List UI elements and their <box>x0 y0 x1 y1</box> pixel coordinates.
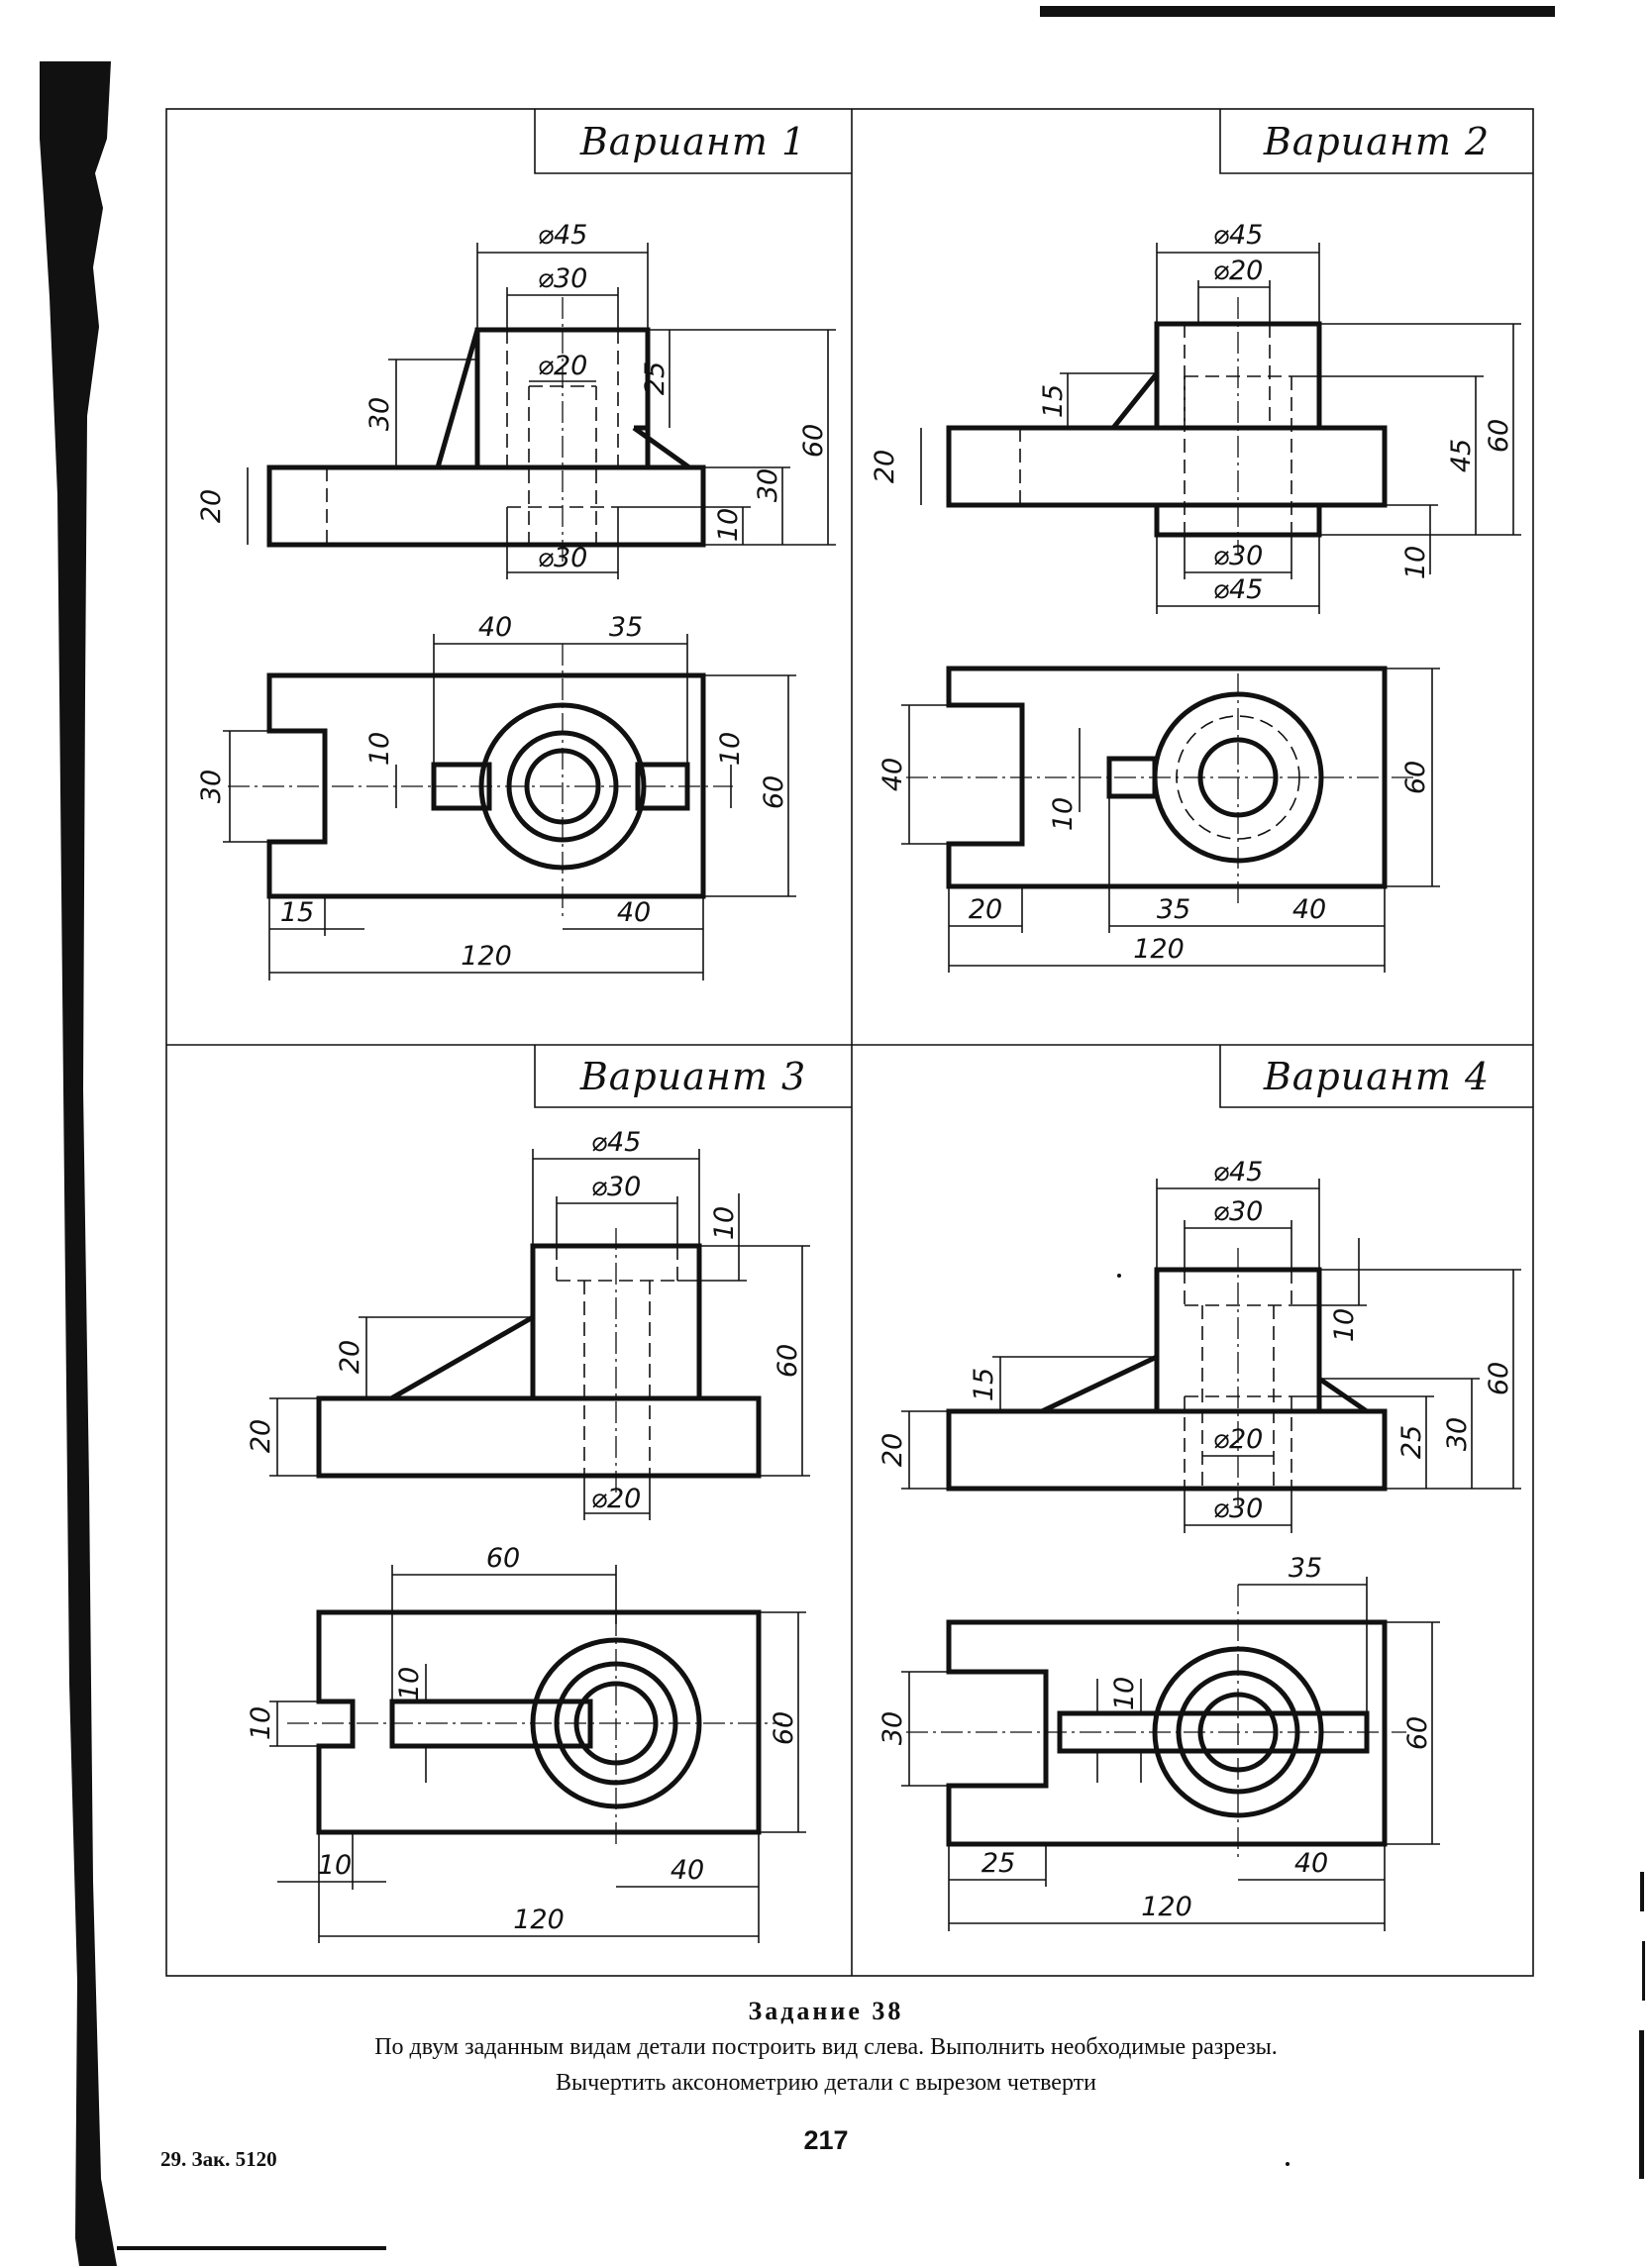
v3-dim-d45: ⌀45 <box>591 1127 642 1158</box>
v1-dim-25: 25 <box>640 361 671 395</box>
variant-4-title-box: Вариант 4 <box>1219 1045 1533 1108</box>
v1-dim-10-left: 10 <box>364 732 395 766</box>
v2-dim-35: 35 <box>1157 894 1190 925</box>
v1-dim-d20: ⌀20 <box>538 351 588 381</box>
v4-dim-60: 60 <box>1484 1362 1514 1395</box>
variant-3-title-box: Вариант 3 <box>534 1045 852 1108</box>
v1-dim-60-top: 60 <box>759 775 789 809</box>
v3-dim-10: 10 <box>709 1206 740 1240</box>
variant-1-title: Вариант 1 <box>579 120 806 163</box>
frame <box>165 108 1534 1977</box>
v3-dim-10-bottom: 10 <box>318 1850 352 1881</box>
v1-dim-30-right: 30 <box>753 468 783 502</box>
v2-dim-60: 60 <box>1484 419 1514 453</box>
v3-dim-20-upper: 20 <box>335 1340 365 1374</box>
v2-dim-d30: ⌀30 <box>1213 541 1264 571</box>
v4-dim-30: 30 <box>1442 1417 1473 1451</box>
v2-dim-d45-bottom: ⌀45 <box>1213 574 1264 605</box>
v2-dim-40: 40 <box>878 758 908 791</box>
v1-dim-30: 30 <box>196 770 227 803</box>
variant-2-top-view: 40 10 60 20 35 40 120 <box>878 666 1440 973</box>
v4-dim-20: 20 <box>878 1433 908 1467</box>
v1-dim-35: 35 <box>609 612 643 643</box>
v1-dim-30-left: 30 <box>364 397 395 431</box>
variant-2-title-box: Вариант 2 <box>1219 109 1533 174</box>
v1-dim-d45: ⌀45 <box>538 220 588 251</box>
v3-dim-60-top: 60 <box>486 1543 520 1574</box>
v3-dim-10-notch: 10 <box>246 1706 276 1740</box>
v1-dim-d30: ⌀30 <box>538 263 588 294</box>
task-title: Задание 38 <box>748 1997 904 2025</box>
v2-dim-d20: ⌀20 <box>1213 256 1264 286</box>
v4-dim-d30-bottom: ⌀30 <box>1213 1494 1264 1524</box>
task-description-line-1: По двум заданным видам детали построить … <box>374 2034 1278 2060</box>
v1-dim-40-bottom: 40 <box>617 897 651 928</box>
v3-dim-60-right: 60 <box>769 1711 799 1745</box>
v3-dim-40: 40 <box>671 1855 704 1886</box>
v3-dim-10-slot: 10 <box>394 1667 425 1700</box>
v1-dim-20: 20 <box>196 489 227 523</box>
v4-dim-40: 40 <box>1294 1848 1328 1879</box>
v1-dim-10-right: 10 <box>715 732 746 766</box>
v1-dim-120: 120 <box>461 941 512 972</box>
task-description-line-2: Вычертить аксонометрию детали с вырезом … <box>556 2070 1096 2096</box>
v4-dim-10: 10 <box>1329 1308 1360 1342</box>
variant-3-front-view: ⌀45 ⌀30 10 20 60 20 ⌀20 <box>246 1127 810 1520</box>
v2-dim-15: 15 <box>1038 384 1069 418</box>
v4-dim-60-right: 60 <box>1402 1716 1433 1750</box>
v2-dim-45: 45 <box>1446 439 1477 472</box>
v2-dim-60-top: 60 <box>1400 761 1431 794</box>
v4-dim-35: 35 <box>1289 1553 1322 1584</box>
v1-dim-10: 10 <box>713 508 744 542</box>
variant-3-title: Вариант 3 <box>579 1055 806 1098</box>
v1-dim-40-top: 40 <box>478 612 512 643</box>
v4-dim-25-bottom: 25 <box>981 1848 1015 1879</box>
v4-dim-30-notch: 30 <box>878 1711 908 1745</box>
v4-dim-120: 120 <box>1141 1892 1192 1922</box>
v1-dim-60: 60 <box>798 424 829 458</box>
variant-1-front-view: ⌀45 ⌀30 ⌀20 25 30 60 20 30 10 ⌀30 <box>196 220 836 579</box>
v1-dim-d30-bottom: ⌀30 <box>538 543 588 573</box>
v2-dim-120: 120 <box>1133 934 1185 965</box>
top-edge-bar <box>1040 6 1555 17</box>
v4-dim-d30: ⌀30 <box>1213 1196 1264 1227</box>
v3-dim-20-lower: 20 <box>246 1419 276 1453</box>
print-order-mark: 29. Зак. 5120 <box>160 2147 277 2171</box>
v3-dim-60: 60 <box>773 1344 803 1378</box>
v2-dim-10: 10 <box>1400 546 1431 579</box>
variant-1-title-box: Вариант 1 <box>534 109 852 174</box>
v4-dim-15: 15 <box>969 1368 999 1401</box>
v2-dim-d45: ⌀45 <box>1213 220 1264 251</box>
variant-2-title: Вариант 2 <box>1263 120 1490 163</box>
v2-dim-40-bottom: 40 <box>1292 894 1326 925</box>
scan-specks <box>1117 1274 1645 2179</box>
v3-dim-d30: ⌀30 <box>591 1172 642 1202</box>
page-number: 217 <box>803 2125 849 2155</box>
v3-dim-120: 120 <box>513 1905 565 1935</box>
v2-dim-10: 10 <box>1048 797 1079 831</box>
v4-dim-10-slot: 10 <box>1109 1677 1140 1710</box>
v2-dim-20: 20 <box>870 450 900 483</box>
variant-4-title: Вариант 4 <box>1263 1055 1490 1098</box>
variant-1-top-view: 40 35 10 10 30 60 15 40 120 <box>196 612 796 980</box>
binding-edge <box>40 61 117 2266</box>
v4-dim-d45: ⌀45 <box>1213 1157 1264 1187</box>
variant-4-front-view: ⌀45 ⌀30 10 15 60 30 25 20 ⌀20 ⌀30 <box>878 1157 1521 1533</box>
v3-dim-d20: ⌀20 <box>591 1484 642 1514</box>
variant-2-front-view: ⌀45 ⌀20 15 60 45 20 10 ⌀30 ⌀45 <box>870 220 1521 614</box>
variant-3-top-view: 60 10 10 60 10 40 120 <box>246 1543 806 1943</box>
variant-4-top-view: 35 10 30 60 25 40 120 <box>878 1553 1440 1931</box>
v4-dim-25: 25 <box>1396 1425 1427 1459</box>
v1-dim-15: 15 <box>280 897 314 928</box>
v2-dim-20-top: 20 <box>969 894 1002 925</box>
v4-dim-d20: ⌀20 <box>1213 1424 1264 1455</box>
